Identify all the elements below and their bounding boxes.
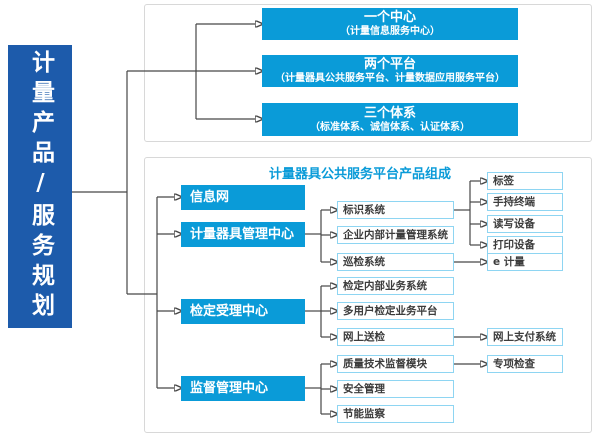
node-info-network: 信息网 xyxy=(181,185,305,210)
root-node: 计量产品/服务规划 xyxy=(8,45,72,328)
node-two-platforms: 两个平台 （计量器具公共服务平台、计量数据应用服务平台） xyxy=(262,55,518,87)
node-one-center-title: 一个中心 xyxy=(363,10,416,25)
node-handheld-terminal: 手持终端 xyxy=(487,193,563,211)
node-patrol-inspection-system: 巡检系统 xyxy=(337,253,454,271)
node-enterprise-metering-system: 企业内部计量管理系统 xyxy=(337,226,454,244)
section-title: 计量器具公共服务平台产品组成 xyxy=(268,167,451,182)
node-e-metering: e 计量 xyxy=(487,253,563,271)
node-tag: 标签 xyxy=(487,172,563,190)
node-instrument-mgmt-center: 计量器具管理中心 xyxy=(181,222,305,247)
node-verification-acceptance-center: 检定受理中心 xyxy=(181,299,305,324)
node-three-systems-subtitle: （标准体系、诚信体系、认证体系） xyxy=(310,121,470,133)
node-supervision-mgmt-center: 监督管理中心 xyxy=(181,376,305,401)
node-one-center-subtitle: （计量信息服务中心） xyxy=(340,26,440,37)
node-multiuser-verification-platform: 多用户检定业务平台 xyxy=(337,302,454,320)
node-two-platforms-title: 两个平台 xyxy=(363,57,416,72)
node-one-center: 一个中心 （计量信息服务中心） xyxy=(262,8,518,40)
root-node-label: 计量产品/服务规划 xyxy=(27,50,54,323)
node-two-platforms-subtitle: （计量器具公共服务平台、计量数据应用服务平台） xyxy=(275,73,505,84)
node-id-system: 标识系统 xyxy=(337,201,454,219)
node-quality-supervision-module: 质量技术监督模块 xyxy=(337,355,454,373)
node-special-inspection: 专项检查 xyxy=(487,355,563,373)
node-safety-mgmt: 安全管理 xyxy=(337,380,454,398)
node-three-systems-title: 三个体系 xyxy=(363,105,416,121)
node-online-submission: 网上送检 xyxy=(337,328,454,346)
node-three-systems: 三个体系 （标准体系、诚信体系、认证体系） xyxy=(262,103,518,136)
node-online-payment-system: 网上支付系统 xyxy=(487,328,563,346)
node-read-write-device: 读写设备 xyxy=(487,215,563,233)
node-verification-internal-system: 检定内部业务系统 xyxy=(337,277,454,295)
node-energy-monitoring: 节能监察 xyxy=(337,405,454,423)
node-printing-device: 打印设备 xyxy=(487,236,563,254)
